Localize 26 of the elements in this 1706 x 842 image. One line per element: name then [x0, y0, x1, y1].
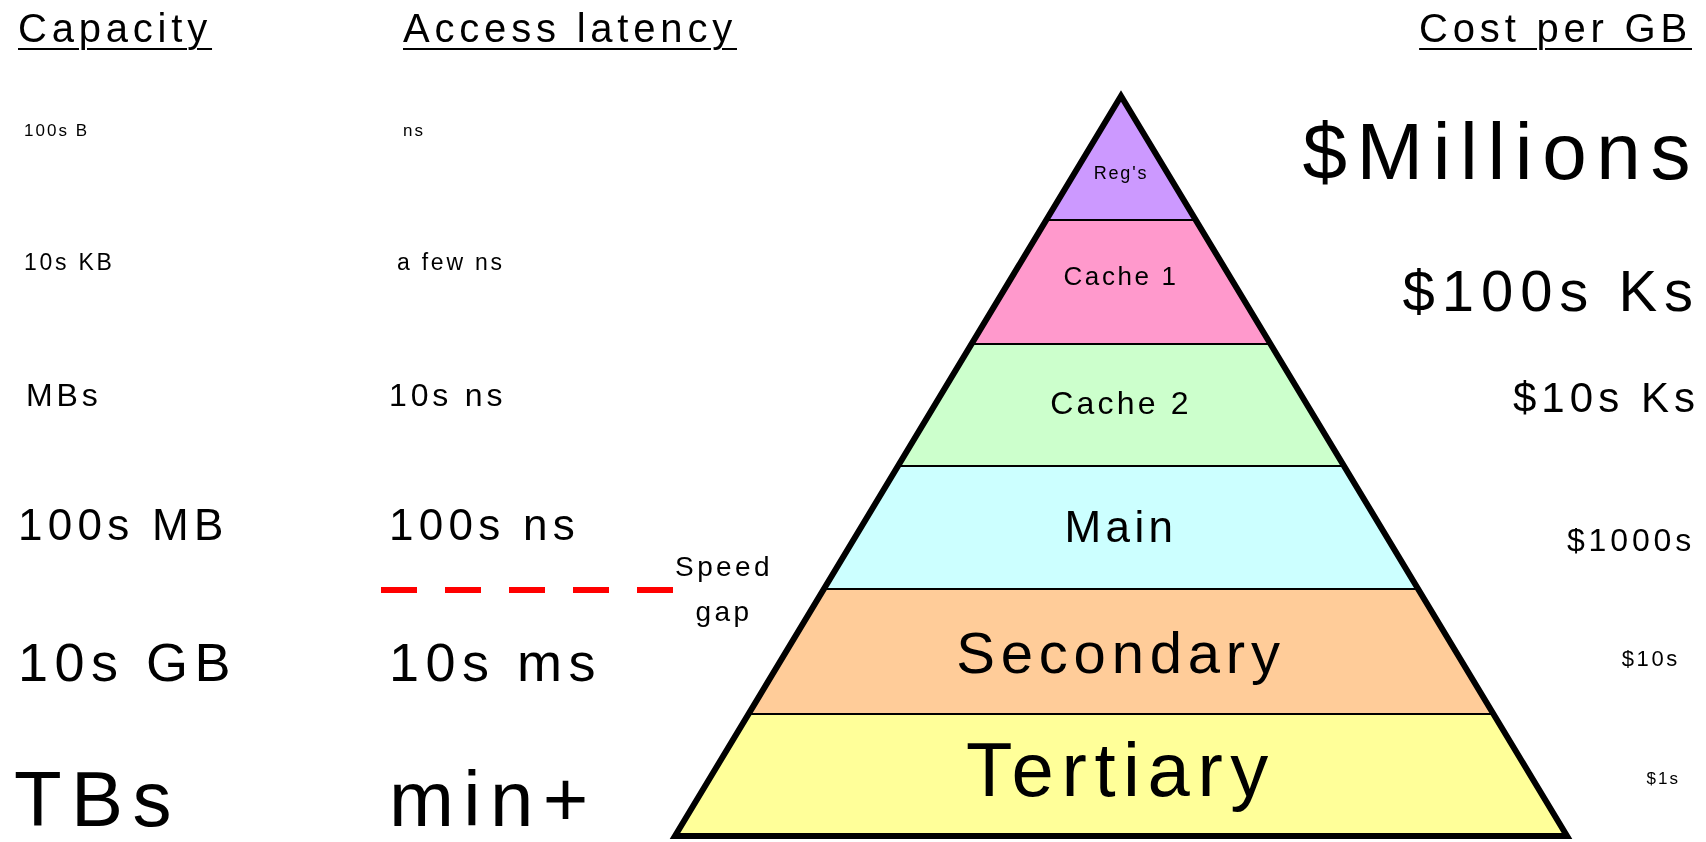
tier-label: Reg's — [1092, 164, 1150, 183]
tier-label: Cache 1 — [1062, 263, 1180, 290]
value-text: 10s ms — [389, 635, 602, 689]
value-text: $10s — [1621, 648, 1680, 670]
value-text: 100s B — [24, 122, 90, 139]
tier-label: Main — [1063, 505, 1179, 550]
value-text: min+ — [389, 760, 598, 838]
value-text: TBs — [14, 760, 181, 838]
value-text: $Millions — [1302, 112, 1700, 192]
value-text: $1s — [1646, 770, 1680, 787]
value-text: a few ns — [397, 251, 505, 274]
value-text: 10s GB — [18, 635, 237, 689]
value-text: $10s Ks — [1512, 377, 1700, 419]
value-text: 10s ns — [389, 379, 507, 411]
value-text: ns — [403, 122, 426, 139]
value-text: 100s ns — [389, 503, 581, 547]
value-text: 10s KB — [24, 251, 115, 274]
column-heading: Cost per GB — [1419, 8, 1692, 48]
value-text: $1000s — [1566, 524, 1695, 556]
value-text: MBs — [26, 379, 102, 411]
column-heading: Capacity — [18, 8, 213, 48]
value-text: $100s Ks — [1402, 262, 1700, 320]
tier-label: Cache 2 — [1049, 386, 1193, 419]
column-heading: Access latency — [403, 8, 737, 48]
value-text: 100s MB — [18, 503, 229, 547]
annotation-text: Speed gap — [674, 550, 774, 629]
